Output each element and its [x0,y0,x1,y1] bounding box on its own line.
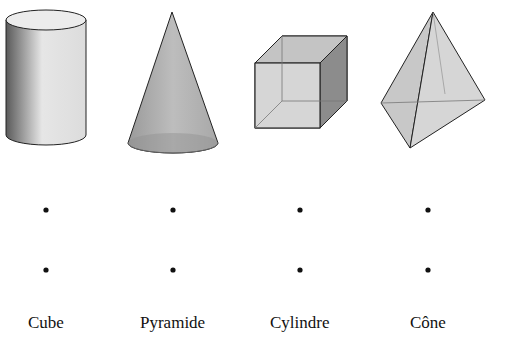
shape-name: Cube [28,314,64,331]
pyramid [381,12,485,148]
shape-name: Pyramide [140,314,205,331]
shape-name: Cylindre [270,314,330,331]
cube [255,36,347,128]
match-dots [43,207,430,272]
cylinder [6,10,86,145]
cone [128,12,218,153]
shape-name: Cône [410,314,446,331]
